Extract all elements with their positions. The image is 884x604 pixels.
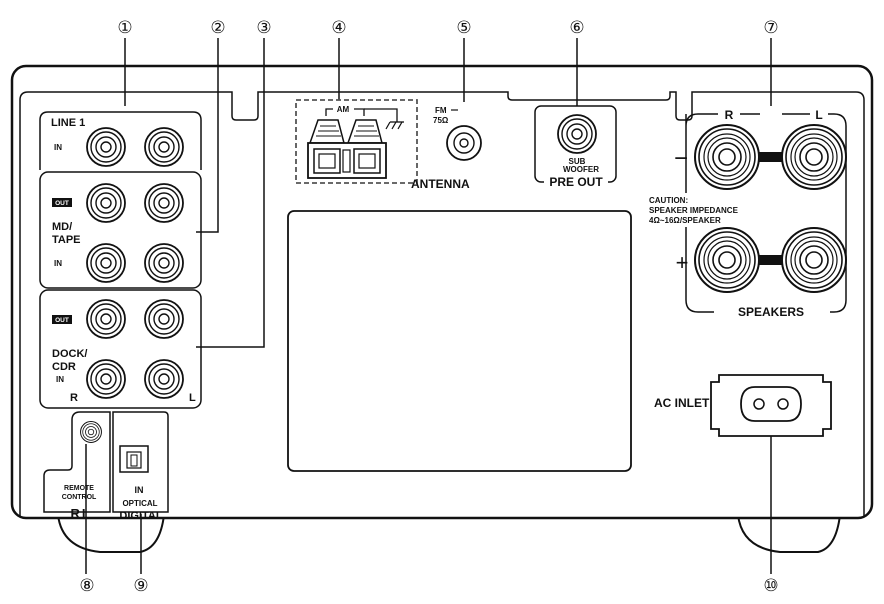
caution-line-2: SPEAKER IMPEDANCE [649,206,739,215]
fm-ohm-label: 75Ω [433,116,449,125]
remote-control-jack[interactable] [80,421,102,443]
remote-label-1: REMOTE [64,485,94,492]
center-cover-plate [287,210,632,472]
callout-10: ⑩ [763,576,778,595]
line1-panel: LINE 1 IN [39,111,202,170]
line1-l-jack[interactable] [144,127,184,167]
dock-cdr-r-label: R [70,392,78,404]
digital-in-label: IN [135,485,144,495]
dock-cdr-in-r-jack[interactable] [86,359,126,399]
md-tape-out-l-jack[interactable] [144,183,184,223]
speaker-r-label: R [725,108,734,122]
callout-8: ⑧ [79,576,94,595]
minus-label: − [674,145,688,172]
callout-4: ④ [331,18,346,37]
dock-cdr-out-label: OUT [55,317,69,324]
dock-cdr-title-2: CDR [52,361,76,373]
callout-1: ① [117,18,132,37]
am-antenna-terminal: AM [295,99,418,184]
speaker-r-minus-terminal[interactable] [694,124,760,190]
callout-7: ⑦ [763,18,778,37]
speakers-label: SPEAKERS [738,305,804,319]
subwoofer-jack[interactable] [557,114,597,154]
digital-label: DIGITAL [119,510,162,522]
fm-antenna-section: FM 75Ω [433,106,482,161]
callout-6: ⑥ [569,18,584,37]
caution-line-1: CAUTION: [649,196,688,205]
speaker-l-label: L [815,108,822,122]
callout-5: ⑤ [456,18,471,37]
leader-lines [85,38,772,574]
ri-logo: RI [71,506,88,521]
md-tape-out-r-jack[interactable] [86,183,126,223]
dock-cdr-out-r-jack[interactable] [86,299,126,339]
ac-inlet-label: AC INLET [654,396,710,410]
speaker-r-plus-terminal[interactable] [694,227,760,293]
left-foot [57,514,165,553]
md-tape-panel: OUT MD/ TAPE IN [39,171,202,289]
right-foot [737,514,841,553]
dock-cdr-in-label: IN [56,375,64,384]
md-tape-in-r-jack[interactable] [86,243,126,283]
callout-9: ⑨ [133,576,148,595]
plus-label: + [676,250,689,275]
md-tape-in-label: IN [54,259,62,268]
callout-3: ③ [256,18,271,37]
pre-out-label: PRE OUT [549,175,603,189]
dock-cdr-out-l-jack[interactable] [144,299,184,339]
callout-2: ② [210,18,225,37]
dock-cdr-panel: OUT DOCK/ CDR IN R L [39,289,202,409]
dock-cdr-l-label: L [189,392,196,404]
antenna-label: ANTENNA [411,177,470,191]
woofer-label: WOOFER [563,165,599,174]
am-label: AM [337,105,350,114]
digital-optical-panel: IN OPTICAL DIGITAL [112,411,169,522]
dock-cdr-title-1: DOCK/ [52,348,87,360]
speakers-panel: R L − + CAUTION: SPEAKER IMPEDANCE 4Ω~16… [648,108,847,319]
remote-label-2: CONTROL [62,494,97,501]
fm-label: FM [435,106,447,115]
line1-r-jack[interactable] [86,127,126,167]
caution-line-3: 4Ω~16Ω/SPEAKER [649,216,721,225]
md-tape-in-l-jack[interactable] [144,243,184,283]
remote-control-panel: REMOTE CONTROL RI [43,411,111,521]
md-tape-out-label: OUT [55,200,69,207]
md-tape-out-badge [52,198,72,207]
speaker-l-plus-terminal[interactable] [781,227,847,293]
ac-inlet: AC INLET [654,374,832,437]
md-tape-title-2: TAPE [52,234,81,246]
dock-cdr-in-l-jack[interactable] [144,359,184,399]
line1-in-label: IN [54,143,62,152]
fm-jack[interactable] [446,125,482,161]
line1-title: LINE 1 [51,117,85,129]
md-tape-title-1: MD/ [52,221,72,233]
dock-cdr-out-badge [52,315,72,324]
sub-label: SUB [569,157,586,166]
speaker-l-minus-terminal[interactable] [781,124,847,190]
optical-label: OPTICAL [122,499,157,508]
pre-out-panel: SUB WOOFER PRE OUT [534,105,617,189]
